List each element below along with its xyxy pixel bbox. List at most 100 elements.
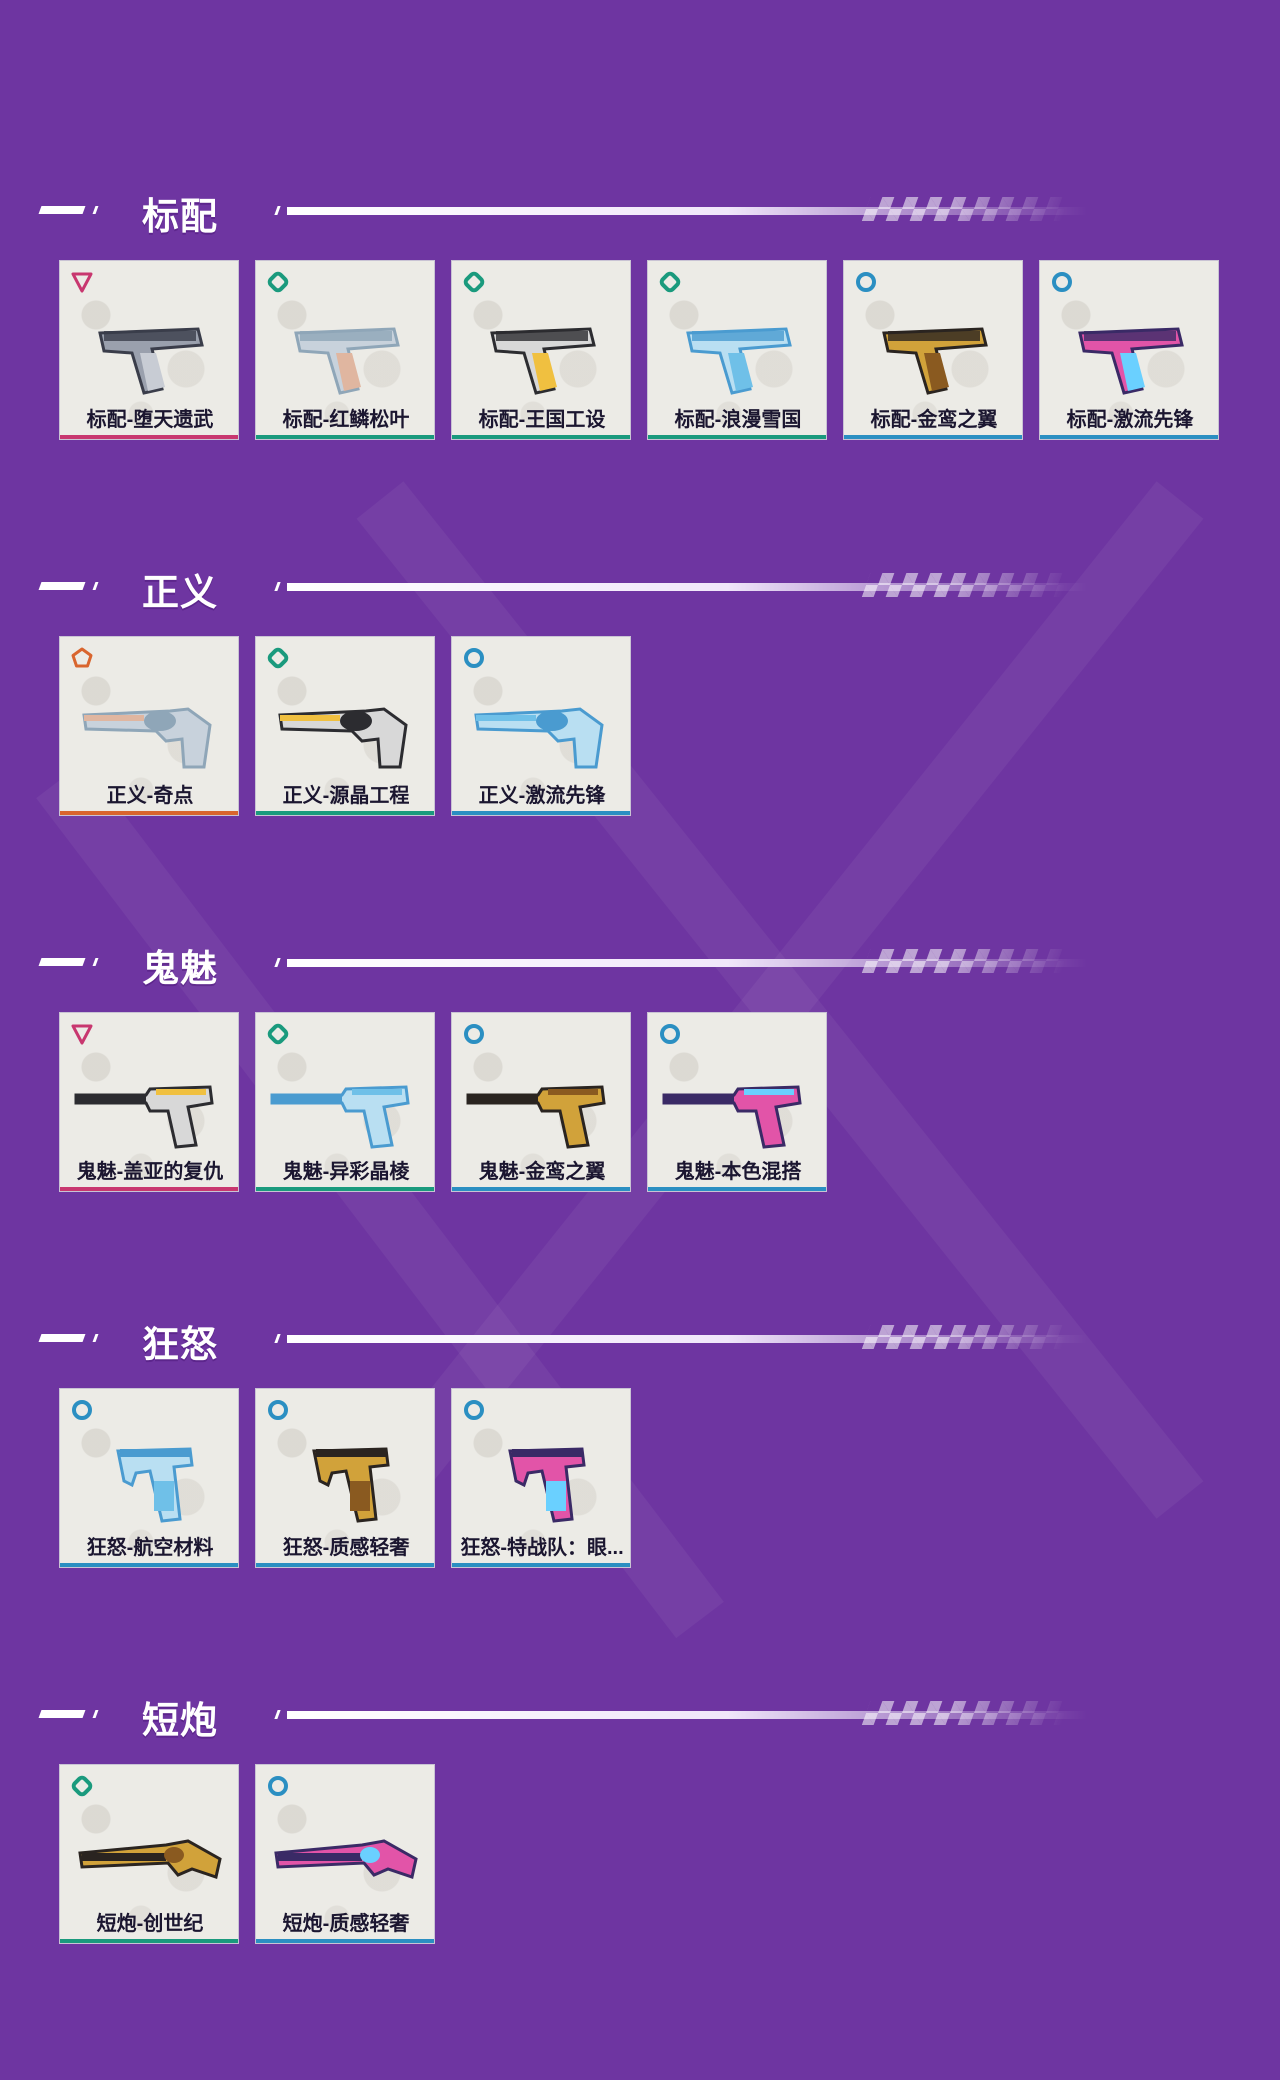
skin-name: 标配-金鸾之翼	[870, 409, 998, 431]
section-title: 标配	[142, 196, 218, 237]
ring-icon	[464, 648, 484, 668]
section-header: 正义	[0, 556, 1280, 616]
skin-grid: 正义-奇点 正义-源晶工程 正义-激流先锋	[59, 636, 1259, 818]
skin-grid: 标配-堕天遗武 标配-红鳞松叶 标配-王国工设 标配-浪漫雪国 标配-金鸾之翼 …	[59, 260, 1259, 442]
skin-card[interactable]: 鬼魅-盖亚的复仇	[59, 1012, 239, 1192]
skin-name: 标配-堕天遗武	[86, 409, 214, 431]
skin-card[interactable]: 短炮-质感轻奢	[255, 1764, 435, 1944]
rarity-bar	[452, 435, 630, 439]
skin-name: 鬼魅-金鸾之翼	[478, 1161, 606, 1183]
skin-name: 狂怒-特战队：眼...	[460, 1537, 624, 1559]
skin-name: 标配-红鳞松叶	[282, 409, 410, 431]
section-header: 标配	[0, 180, 1280, 240]
skin-card[interactable]: 鬼魅-本色混搭	[647, 1012, 827, 1192]
section-title: 鬼魅	[142, 948, 218, 989]
ring-icon	[660, 1024, 680, 1044]
skin-card[interactable]: 鬼魅-异彩晶棱	[255, 1012, 435, 1192]
weapon-image	[474, 707, 604, 769]
skin-name: 短炮-质感轻奢	[282, 1913, 410, 1935]
checker-pattern	[861, 1325, 1071, 1349]
weapon-image	[74, 1085, 214, 1149]
ring-icon	[72, 1400, 92, 1420]
skin-grid: 鬼魅-盖亚的复仇 鬼魅-异彩晶棱 鬼魅-金鸾之翼 鬼魅-本色混搭	[59, 1012, 1259, 1194]
weapon-image	[508, 1447, 586, 1523]
header-dash	[38, 582, 86, 590]
skin-card[interactable]: 正义-源晶工程	[255, 636, 435, 816]
ring-icon	[856, 272, 876, 292]
skin-card[interactable]: 鬼魅-金鸾之翼	[451, 1012, 631, 1192]
inverted-triangle-icon	[71, 272, 93, 293]
rounded-diamond-icon	[267, 1023, 289, 1045]
skin-card[interactable]: 标配-王国工设	[451, 260, 631, 440]
header-slash	[274, 1710, 281, 1719]
ring-icon	[268, 1776, 288, 1796]
skin-name: 鬼魅-异彩晶棱	[282, 1161, 410, 1183]
skin-name: 狂怒-质感轻奢	[282, 1537, 410, 1559]
header-line	[287, 1711, 1087, 1719]
weapon-image	[274, 1839, 418, 1879]
skin-card[interactable]: 标配-堕天遗武	[59, 260, 239, 440]
skin-card[interactable]: 正义-激流先锋	[451, 636, 631, 816]
header-dash	[38, 1710, 86, 1718]
rarity-bar	[60, 435, 238, 439]
checker-pattern	[861, 197, 1071, 221]
rarity-bar	[256, 1563, 434, 1567]
skin-card[interactable]: 短炮-创世纪	[59, 1764, 239, 1944]
weapon-image	[294, 327, 400, 395]
skin-name: 短炮-创世纪	[96, 1913, 204, 1935]
rarity-bar	[256, 1187, 434, 1191]
checker-pattern	[861, 1701, 1071, 1725]
weapon-image	[78, 1839, 222, 1879]
header-slash	[274, 206, 281, 215]
rounded-diamond-icon	[71, 1775, 93, 1797]
skin-name: 正义-奇点	[106, 785, 194, 807]
header-slash	[274, 1334, 281, 1343]
card-pattern	[60, 1389, 238, 1567]
skin-name: 标配-王国工设	[478, 409, 606, 431]
ring-icon	[464, 1024, 484, 1044]
rarity-bar	[256, 811, 434, 815]
header-dash-small	[92, 206, 99, 214]
weapon-image	[686, 327, 792, 395]
rarity-bar	[648, 435, 826, 439]
rounded-diamond-icon	[659, 271, 681, 293]
header-dash	[38, 1334, 86, 1342]
header-line	[287, 1335, 1087, 1343]
skin-card[interactable]: 标配-浪漫雪国	[647, 260, 827, 440]
rounded-diamond-icon	[463, 271, 485, 293]
ring-icon	[1052, 272, 1072, 292]
header-line	[287, 207, 1087, 215]
skin-grid: 短炮-创世纪 短炮-质感轻奢	[59, 1764, 1259, 1946]
ring-icon	[464, 1400, 484, 1420]
skin-card[interactable]: 标配-激流先锋	[1039, 260, 1219, 440]
weapon-image	[98, 327, 204, 395]
weapon-image	[662, 1085, 802, 1149]
header-slash	[274, 958, 281, 967]
skin-card[interactable]: 狂怒-航空材料	[59, 1388, 239, 1568]
header-slash	[274, 582, 281, 591]
weapon-image	[882, 327, 988, 395]
weapon-image	[466, 1085, 606, 1149]
section-header: 鬼魅	[0, 932, 1280, 992]
weapon-image	[270, 1085, 410, 1149]
skin-card[interactable]: 标配-红鳞松叶	[255, 260, 435, 440]
header-line	[287, 959, 1087, 967]
skin-name: 鬼魅-本色混搭	[674, 1161, 802, 1183]
rarity-bar	[648, 1187, 826, 1191]
weapon-image	[116, 1447, 194, 1523]
section-title: 正义	[142, 572, 218, 613]
skin-card[interactable]: 标配-金鸾之翼	[843, 260, 1023, 440]
ring-icon	[268, 1400, 288, 1420]
card-pattern	[256, 1389, 434, 1567]
rarity-bar	[452, 1187, 630, 1191]
header-line	[287, 583, 1087, 591]
skin-name: 狂怒-航空材料	[86, 1537, 214, 1559]
rarity-bar	[60, 811, 238, 815]
card-pattern	[452, 1389, 630, 1567]
skin-card[interactable]: 正义-奇点	[59, 636, 239, 816]
skin-card[interactable]: 狂怒-特战队：眼...	[451, 1388, 631, 1568]
rarity-bar	[452, 811, 630, 815]
skin-card[interactable]: 狂怒-质感轻奢	[255, 1388, 435, 1568]
pentagon-icon	[71, 647, 93, 668]
weapon-image	[490, 327, 596, 395]
